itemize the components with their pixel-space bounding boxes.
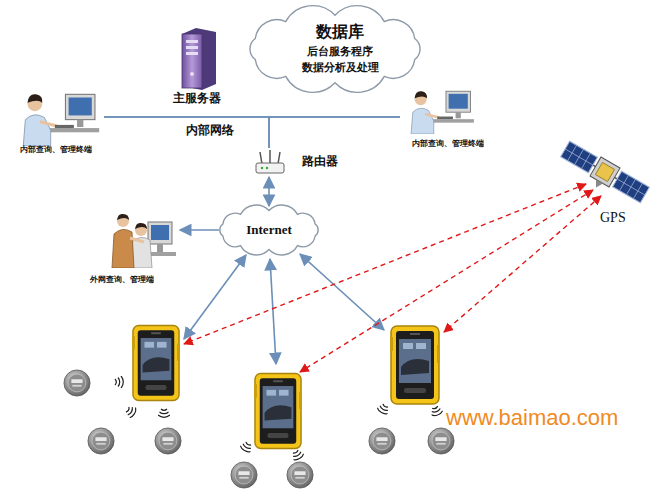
router-icon	[278, 152, 280, 164]
wireless-signal	[124, 404, 137, 419]
beacon-tag	[64, 370, 454, 488]
wireless-signal	[429, 405, 443, 417]
server-label-box: 主服务器	[158, 26, 236, 106]
server-tower	[186, 40, 198, 43]
internet-link-arrow	[184, 254, 384, 364]
computer-terminal	[112, 214, 176, 268]
handheld-terminal	[254, 374, 302, 449]
gps-satellite	[595, 162, 614, 181]
server-tower	[186, 52, 198, 55]
terminal-box: 内部查询、管理终端	[400, 86, 496, 148]
internet-link-arrow	[300, 254, 384, 330]
node-text: 后台服务程序	[307, 46, 373, 59]
gps-satellite	[593, 180, 603, 190]
gps-satellite	[556, 139, 650, 210]
node-text: 数据分析及处理	[302, 62, 379, 75]
handheld-terminal	[132, 326, 180, 401]
wireless-signal	[158, 409, 170, 417]
terminal-box: 外网查询、管理端	[64, 210, 180, 284]
gps-satellite	[561, 141, 598, 173]
beacon-tag	[64, 370, 90, 396]
gps-signal-arrow	[444, 196, 601, 332]
wireless-signal	[115, 376, 123, 388]
satellite-label: GPS	[600, 210, 626, 226]
computer-terminal	[23, 94, 99, 146]
network-link	[180, 229, 219, 231]
server-tower	[182, 34, 202, 88]
network-label: 内部网络	[186, 122, 234, 139]
watermark: www.baimao.com	[446, 405, 618, 431]
router-icon	[261, 167, 263, 169]
beacon-tag	[88, 428, 114, 454]
internet-cloud: Internet	[213, 203, 325, 257]
router-icon	[260, 152, 262, 164]
router-icon	[256, 150, 284, 173]
node-text: 外网查询、管理端	[90, 275, 154, 284]
wireless-signal	[239, 440, 254, 453]
beacon-tag	[155, 428, 181, 454]
cloud-outline	[220, 205, 318, 255]
network-link	[268, 177, 270, 206]
server-tower	[190, 72, 194, 76]
router-icon	[266, 167, 268, 169]
wireless-signal	[376, 402, 391, 415]
gps-satellite	[565, 149, 593, 165]
handheld-terminal	[390, 326, 440, 404]
cloud-outline	[250, 6, 420, 93]
internet-link-arrow	[270, 259, 276, 364]
gps-satellite	[590, 157, 620, 187]
server-tower	[182, 28, 216, 90]
router-icon	[256, 163, 284, 173]
beacon-tag	[369, 428, 395, 454]
server-tower	[182, 28, 216, 90]
gps-satellite	[617, 179, 645, 195]
beacon-tag	[287, 462, 313, 488]
node-text: 内部查询、管理终端	[412, 139, 484, 148]
node-text: 主服务器	[173, 92, 221, 106]
computer-terminal	[411, 91, 474, 134]
beacon-tag	[428, 428, 454, 454]
router-icon	[269, 150, 271, 164]
beacon-tag	[231, 462, 257, 488]
wireless-signal	[115, 376, 443, 462]
network-link	[104, 117, 269, 148]
gps-signal-arrow	[300, 190, 593, 372]
node-text: Internet	[246, 223, 292, 238]
node-text: 内部查询、管理终端	[20, 145, 92, 154]
database-cloud: 数据库后台服务程序数据分析及处理	[238, 2, 432, 96]
wireless-signal	[290, 448, 305, 461]
node-text: 数据库	[316, 23, 364, 41]
internet-link-arrow	[184, 255, 246, 339]
terminal-box: 内部查询、管理终端	[8, 88, 104, 154]
server-tower	[186, 46, 198, 49]
node-text: 路由器	[302, 155, 338, 169]
router-box: 路由器	[254, 148, 340, 176]
gps-satellite	[613, 171, 650, 203]
network-link	[269, 117, 400, 148]
